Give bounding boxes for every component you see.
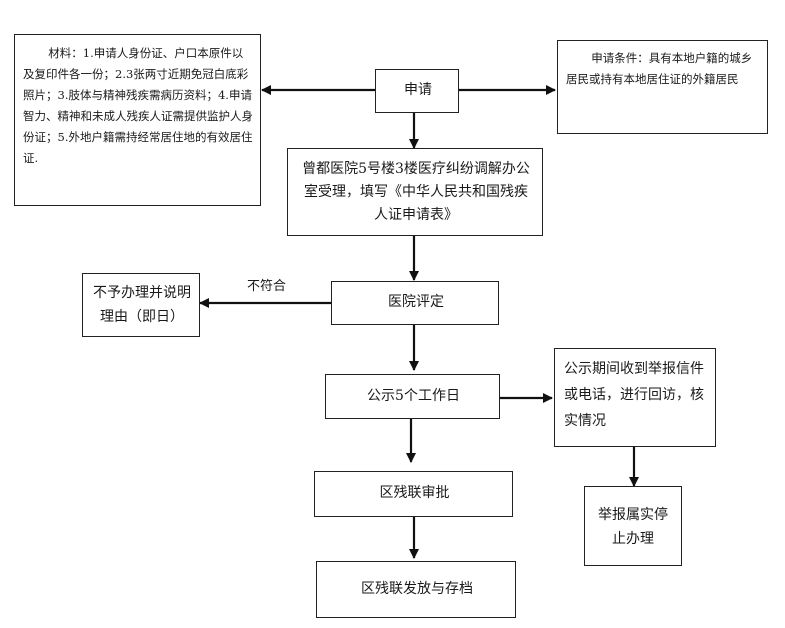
issue-label: 区残联发放与存档 xyxy=(361,581,473,597)
assess-label: 医院评定 xyxy=(388,294,444,310)
materials-text: 材料：1.申请人身份证、户口本原件以及复印件各一份；2.3张两寸近期免冠白底彩照… xyxy=(23,46,253,165)
apply-label: 申请 xyxy=(404,82,432,98)
report-check-text: 公示期间收到举报信件或电话，进行回访，核实情况 xyxy=(564,361,704,429)
conditions-text: 申请条件：具有本地户籍的城乡居民或持有本地居住证的外籍居民 xyxy=(566,51,753,86)
reject-text: 不予办理并说明理由（即日） xyxy=(93,285,191,325)
issue-box: 区残联发放与存档 xyxy=(316,561,516,618)
approve-label: 区残联审批 xyxy=(379,485,450,501)
reject-condition-label: 不符合 xyxy=(247,279,287,294)
approve-box: 区残联审批 xyxy=(314,471,513,517)
report-true-text: 举报属实停止办理 xyxy=(598,507,668,547)
publicity-box: 公示5个工作日 xyxy=(325,374,500,419)
conditions-box: 申请条件：具有本地户籍的城乡居民或持有本地居住证的外籍居民 xyxy=(557,40,768,134)
assess-box: 医院评定 xyxy=(331,281,499,325)
materials-box: 材料：1.申请人身份证、户口本原件以及复印件各一份；2.3张两寸近期免冠白底彩照… xyxy=(14,34,261,206)
apply-box: 申请 xyxy=(375,69,459,113)
accept-box: 曾都医院5号楼3楼医疗纠纷调解办公室受理，填写《中华人民共和国残疾人证申请表》 xyxy=(287,148,543,236)
report-true-box: 举报属实停止办理 xyxy=(584,486,682,566)
publicity-label: 公示5个工作日 xyxy=(367,388,460,404)
accept-text: 曾都医院5号楼3楼医疗纠纷调解办公室受理，填写《中华人民共和国残疾人证申请表》 xyxy=(302,161,530,223)
reject-box: 不予办理并说明理由（即日） xyxy=(82,273,200,337)
report-check-box: 公示期间收到举报信件或电话，进行回访，核实情况 xyxy=(554,348,716,447)
